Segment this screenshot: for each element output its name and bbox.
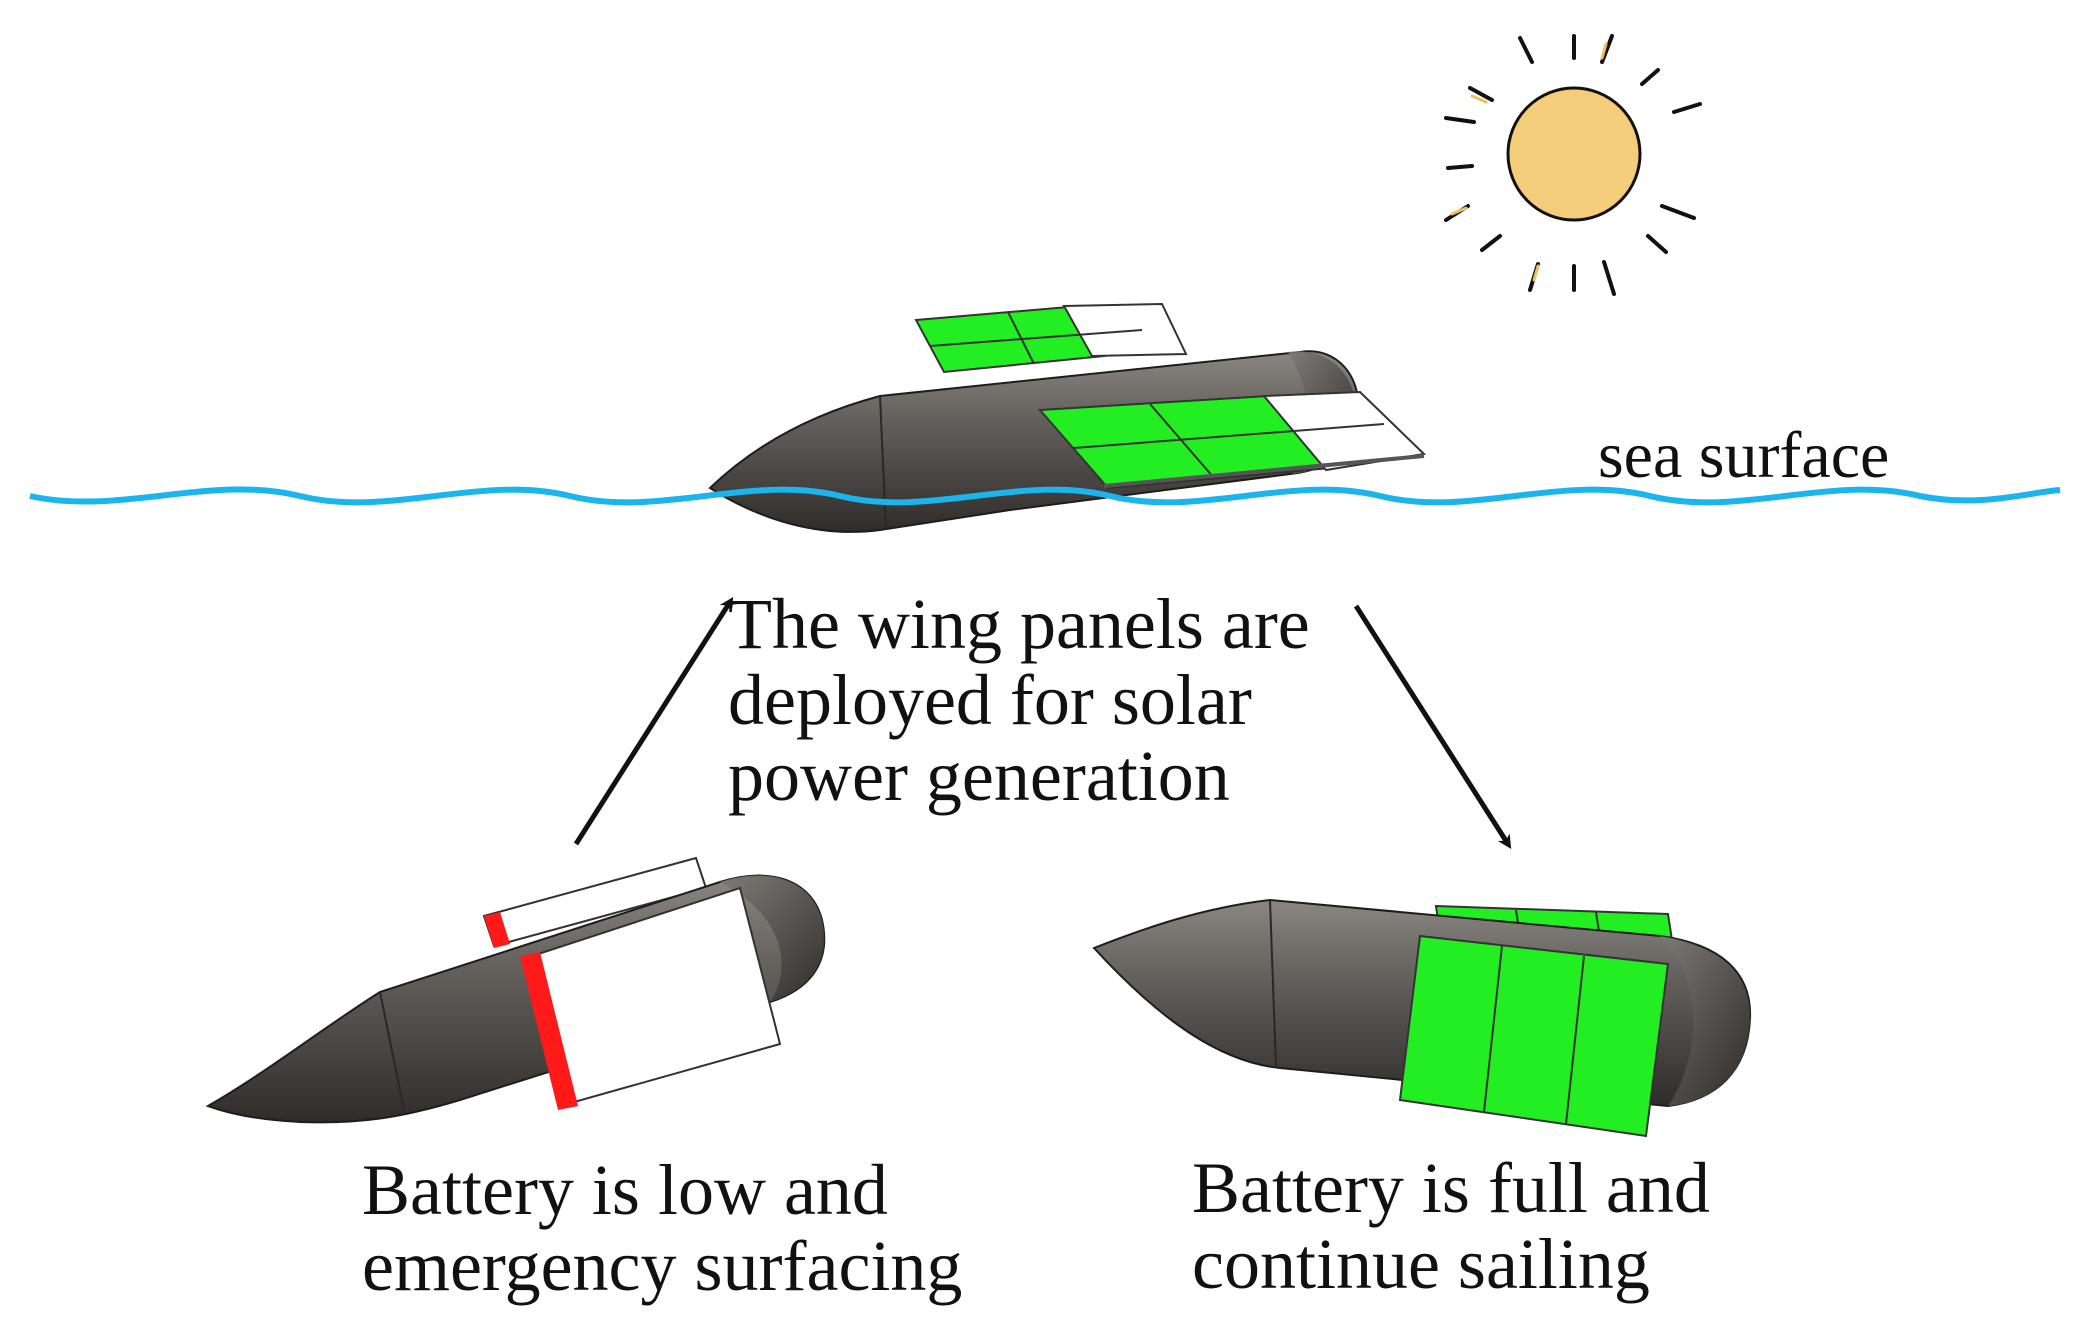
- center-caption: The wing panels are deployed for solar p…: [728, 586, 1310, 814]
- sailing-vehicle: [1092, 898, 1752, 1138]
- center-caption-line-1: The wing panels are: [728, 584, 1310, 664]
- sun-ray-highlights: [1450, 42, 1608, 282]
- left-caption: Battery is low and emergency surfacing: [362, 1152, 962, 1304]
- sun-disc: [1506, 86, 1642, 222]
- sun-icon: [1444, 34, 1702, 296]
- center-caption-line-3: power generation: [728, 736, 1230, 816]
- back-wing-panel: [914, 302, 1188, 374]
- wave-line: [29, 486, 2061, 506]
- emergency-vehicle: [205, 856, 826, 1124]
- sea-surface-label: sea surface: [1598, 419, 1890, 492]
- center-caption-line-2: deployed for solar: [728, 660, 1252, 740]
- right-caption-line-2: continue sailing: [1192, 1224, 1650, 1304]
- left-caption-line-1: Battery is low and: [362, 1150, 888, 1230]
- surfaced-vehicle: [708, 302, 1427, 533]
- left-caption-line-2: emergency surfacing: [362, 1226, 963, 1306]
- right-caption-line-1: Battery is full and: [1192, 1148, 1710, 1228]
- arrow-down-right: [1353, 604, 1512, 850]
- right-caption: Battery is full and continue sailing: [1192, 1150, 1710, 1302]
- front-wing-panel: [1037, 390, 1427, 490]
- arrow-up-right: [573, 596, 734, 846]
- sun-rays: [1444, 34, 1702, 296]
